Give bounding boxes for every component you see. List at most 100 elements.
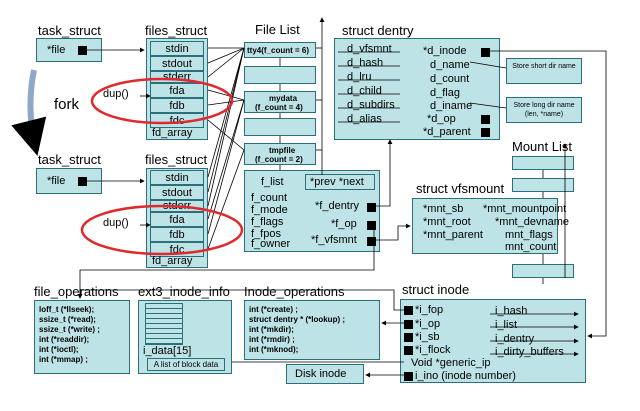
inode-i-dentry: i_dentry [495,333,535,345]
file-ptr-f-vfsmnt: *f_vfsmnt [311,234,357,246]
ext3-i-data: i_data[15] [143,345,192,357]
mount-list-entry-1 [512,156,574,170]
ext3-block-list [145,303,183,345]
dentry-d-alias: d_alias [347,113,382,125]
file-list-entry-tty4: tty4(f_count = 6) [244,42,316,58]
top-fd-array-label: fd_array [152,127,193,139]
dentry-d-op-pointer [481,115,490,124]
top-task-struct-box: *file [36,38,102,62]
file-prev-next: *prev *next [305,174,375,190]
inode-title: struct inode [402,282,470,297]
bottom-fd-array-label: fd_array [152,255,193,267]
inode-op-mkdir: int (*mkdir); [249,325,294,334]
fork-label: fork [54,96,80,113]
dentry-d-parent-pointer [481,128,490,137]
file-f-vfsmnt-pointer [367,237,376,246]
dentry-d-vfsmnt: d_vfsmnt [347,43,392,55]
inode-i-hash: i_hash [495,305,528,317]
file-f-list-label: f_list [261,176,284,188]
dentry-title: struct dentry [342,23,414,38]
dentry-d-subdirs: d_subdirs [347,99,395,111]
file-list-title: File List [255,22,300,37]
dentry-note-short: Store short dir name [506,58,582,84]
dentry-note-long: Store long dir name (len, *name) [506,97,582,123]
file-list-empty-1 [244,66,316,84]
ext3-note: A list of block data [147,358,225,371]
inode-op-rmdir: int (*rmdir) ; [249,335,295,344]
inode-operations-box: int (*create) ; struct dentry * (*lookup… [244,300,380,360]
dentry-d-count: d_count [430,73,470,85]
inode-op-create: int (*create) ; [249,305,298,314]
file-list-entry-mydata: mydata (f_count = 4) [244,91,316,113]
mount-list-entry-2 [512,178,574,192]
top-fd-fdb: fdb [150,98,204,113]
file-list-entry-mydata-name: mydata [269,94,298,103]
bottom-fd-stderr: stderr [150,200,204,212]
top-fd-stdout: stdout [150,56,204,71]
vfsmount-mnt-root: *mnt_root [423,216,471,228]
dentry-d-hash: d_hash [347,57,384,69]
dentry-note-long-text: Store long dir name (len, *name) [513,102,575,118]
file-list-entry-tmpfile: tmpfile (f_count = 2) [244,143,316,165]
dentry-d-inode: *d_inode [423,45,467,57]
bottom-task-struct-title: task_struct [38,152,101,167]
inode-i-fop: *i_fop [415,304,444,316]
file-op-write: ssize_t (*write) ; [39,325,100,334]
inode-operations-title: Inode_operations [244,284,345,299]
dentry-d-parent: *d_parent [423,126,471,138]
file-struct-detail-box: f_list *prev *next f_count f_mode f_flag… [244,170,380,252]
mount-list-title: Mount List [512,139,572,154]
file-op-llseek: loff_t (*llseek); [39,305,95,314]
file-list-entry-tty4-label: tty4(f_count = 6) [247,46,310,55]
top-dup-label: dup() [103,88,129,100]
top-task-file-pointer [78,46,87,55]
disk-inode-box: Disk inode [286,364,364,384]
vfsmount-title: struct vfsmount [416,181,505,196]
file-op-readdir: int (*readdir); [39,335,90,344]
bottom-task-struct-box: *file [36,168,102,194]
inode-i-dirty-buffers: i_dirty_buffers [495,346,564,358]
file-list-entry-tmpfile-name: tmpfile [269,146,296,155]
vfsmount-box: *mnt_sb *mnt_root *mnt_parent *mnt_mount… [412,198,569,254]
top-files-struct-title: files_struct [145,23,208,38]
top-fd-stderr: stderr [150,71,204,83]
bottom-task-file-pointer [78,177,87,186]
dentry-box: d_vfsmnt d_hash d_lru d_child d_subdirs … [334,38,500,140]
dentry-d-flag: d_flag [430,87,460,99]
inode-i-ino-marker [404,372,413,381]
top-task-file-label: *file [47,44,66,56]
inode-box: *i_fop *i_op *i_sb *i_flock i_hash i_lis… [400,299,586,383]
vfsmount-mnt-parent: *mnt_parent [423,229,483,241]
inode-op-mknod: int (*mknod); [249,345,299,354]
inode-i-op: *i_op [415,318,441,330]
file-list-empty-2 [244,118,316,136]
vfsmount-mnt-count: mnt_count [505,241,557,253]
inode-i-list: i_list [495,319,518,331]
dentry-d-inode-pointer [481,48,490,57]
dentry-note-short-text: Store short dir name [512,63,576,70]
vfsmount-mnt-sb: *mnt_sb [423,203,464,215]
dentry-d-name: d_name [430,59,470,71]
bottom-files-struct-title: files_struct [145,152,208,167]
dentry-d-op: *d_op [427,113,456,125]
file-field-f-count: f_count [251,192,288,204]
d-inode-to-inode-arrow [489,50,607,339]
bottom-task-file-label: *file [47,175,66,187]
mount-list-entry-3 [512,264,574,278]
vfsmount-mnt-devname: *mnt_devname [495,216,569,228]
top-fd-stdin: stdin [150,41,204,56]
file-f-dentry-pointer [367,203,376,212]
disk-inode-label: Disk inode [295,368,347,380]
inode-i-op-pointer [404,320,413,329]
vfsmount-mnt-flags: mnt_flags [505,229,553,241]
inode-generic-ip: Void *generic_ip [411,357,491,369]
file-op-mmap: int (*mmap) ; [39,355,88,364]
inode-op-lookup: struct dentry * (*lookup) ; [249,315,346,324]
inode-i-fop-pointer [404,306,413,315]
top-fd-fdc: fdc [150,113,204,128]
file-f-op-pointer [367,221,376,230]
file-field-f-mode: f_mode [251,204,288,216]
inode-i-sb-pointer [404,333,413,342]
file-op-read: ssize_t (*read); [39,315,96,324]
bottom-fd-fda: fda [150,212,204,227]
